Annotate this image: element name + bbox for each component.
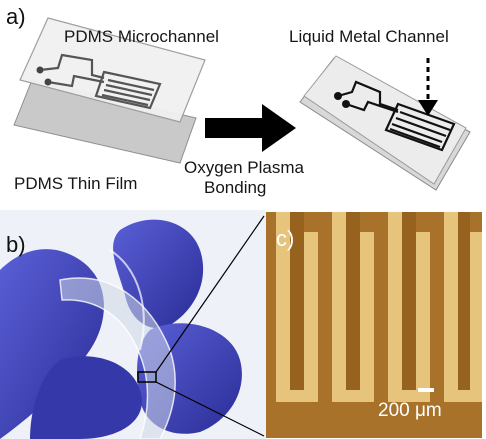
label-pdms-thin-film: PDMS Thin Film: [14, 174, 138, 193]
bonded-device-top: [303, 55, 467, 185]
left-channel-pattern: [39, 53, 162, 110]
panel-c-letter: c): [276, 226, 295, 251]
liquid-metal-pointer-head: [418, 100, 438, 116]
right-port-2: [342, 100, 350, 108]
scale-label: 200 μm: [378, 400, 442, 421]
arrow-caption-line2: Bonding: [204, 178, 267, 197]
right-port-1: [334, 92, 342, 100]
panel-b-letter: b): [6, 232, 26, 257]
micrograph-channels: [266, 212, 482, 438]
scale-bar: [418, 388, 434, 392]
right-channel-pattern: [337, 80, 456, 152]
panel-a-diagram: [13, 17, 471, 191]
zoom-region: [137, 371, 157, 383]
process-arrow: [205, 104, 296, 152]
glove-illustration: [0, 219, 242, 439]
left-port-1: [36, 66, 44, 74]
panel-a-letter: a): [6, 4, 26, 29]
label-pdms-microchannel: PDMS Microchannel: [64, 27, 219, 46]
left-port-2: [44, 78, 52, 86]
pdms-microchannel-slab: [19, 17, 206, 123]
panel-a: a) PDMS Microchannel PDMS Thin Film Liqu…: [0, 0, 486, 205]
arrow-caption-line1: Oxygen Plasma: [184, 158, 304, 177]
panel-b-photo: b): [0, 210, 266, 439]
pdms-thin-film: [13, 79, 197, 164]
panel-c-micrograph: c) 200 μm: [266, 212, 482, 438]
label-liquid-metal-channel: Liquid Metal Channel: [289, 27, 449, 46]
